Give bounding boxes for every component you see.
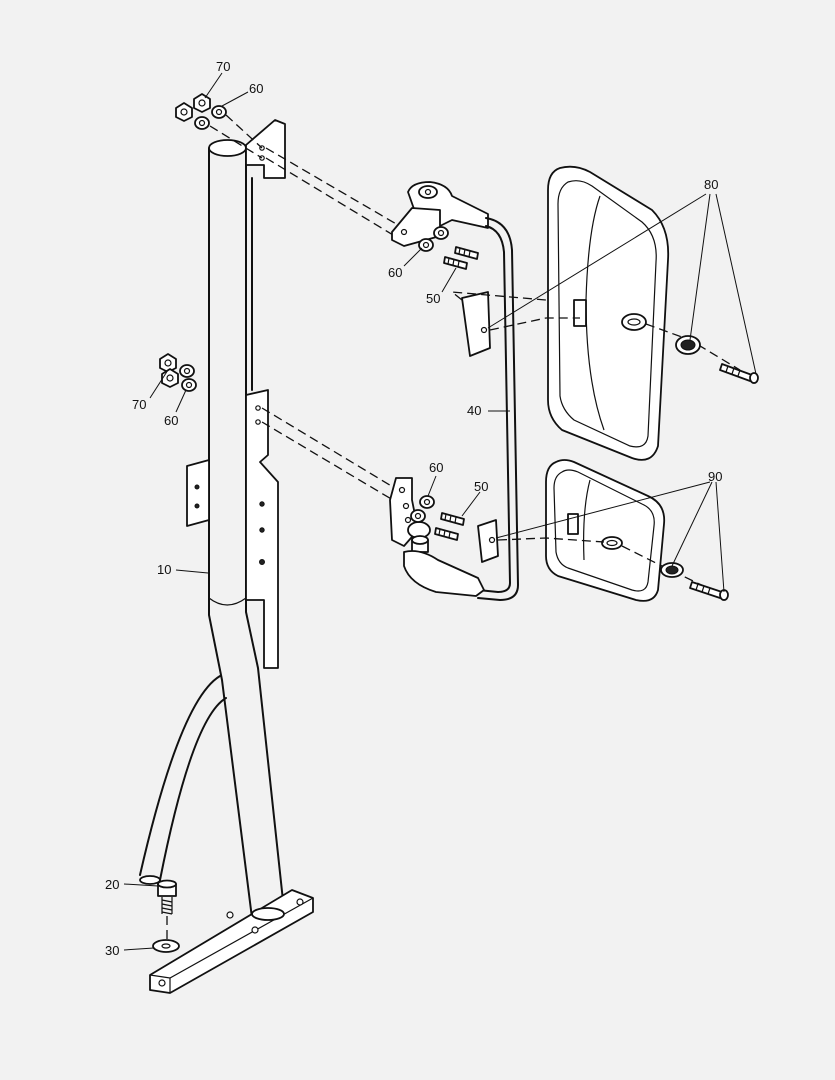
callout-10: 10: [157, 562, 171, 577]
callout-60-middle: 60: [164, 413, 178, 428]
assembly-lines: [261, 147, 399, 504]
callout-70-middle: 70: [132, 397, 146, 412]
callout-60-arm-top: 60: [388, 265, 402, 280]
base-bolt: [157, 879, 177, 940]
mirror-arm: [389, 181, 519, 601]
callout-20: 20: [105, 877, 119, 892]
upper-mirror-hardware: [675, 335, 759, 384]
callout-40: 40: [467, 403, 481, 418]
leader-lines: [123, 72, 757, 951]
middle-nuts-washers: [159, 353, 197, 392]
callout-50-arm-lower: 50: [474, 479, 488, 494]
lower-mirror-hardware: [660, 562, 729, 601]
lower-mirror: [497, 459, 717, 602]
callout-30: 30: [105, 943, 119, 958]
top-nuts-washers: [175, 93, 263, 159]
callout-70-top: 70: [216, 59, 230, 74]
base-washer: [152, 939, 180, 953]
callout-80: 80: [704, 177, 718, 192]
callout-60-top: 60: [249, 81, 263, 96]
mounting-post: [139, 119, 314, 994]
callout-labels: 70 60 60 50 80 70 60 40 60 50 90 10 20 3…: [105, 59, 722, 958]
callout-50-arm-top: 50: [426, 291, 440, 306]
upper-mirror: [449, 165, 741, 461]
callout-60-arm-lower: 60: [429, 460, 443, 475]
callout-90: 90: [708, 469, 722, 484]
